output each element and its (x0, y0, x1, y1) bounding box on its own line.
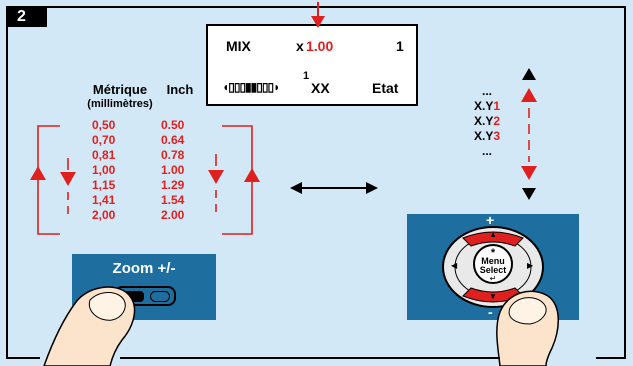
dpad-down-icon[interactable]: ▼ (489, 292, 497, 301)
dpad-panel: + - ▲ ▼ ◀ ▶ * Menu Select ↵ (407, 212, 579, 320)
lcd-zoom-prefix: x (296, 38, 304, 54)
dpad-left-icon[interactable]: ◀ (451, 261, 458, 270)
metric-header: Métrique (92, 82, 148, 97)
xy-scroll-arrows (521, 68, 537, 200)
inch-value: 0.64 (161, 133, 185, 147)
star-icon: * (490, 247, 496, 259)
finger-right (496, 290, 559, 366)
metric-value: 0,50 (92, 118, 116, 132)
metric-value: 1,00 (92, 163, 116, 177)
metric-value: 1,15 (92, 178, 116, 192)
select-label: Select (479, 265, 507, 275)
lcd-mode: MIX (226, 38, 251, 54)
dpad-plus-label: + (486, 212, 495, 228)
xy-bottom-dots: ... (481, 144, 492, 158)
lcd-display: MIX x 1.00 1 ◖▯▯▯▮▮▯▯▯◗ 1 XX Etat (206, 24, 418, 106)
inch-value: 2.00 (161, 208, 185, 222)
menu-select-button[interactable]: * Menu Select ↵ (473, 244, 513, 284)
xy-item: X.Y3 (473, 129, 501, 143)
metric-value: 0,70 (92, 133, 116, 147)
metric-cycle-arrows (30, 125, 76, 235)
metric-value: 2,00 (92, 208, 116, 222)
diagram-frame (6, 6, 626, 358)
lcd-zoom-value: 1.00 (306, 38, 334, 54)
lcd-superscript: 1 (303, 70, 310, 82)
metric-value: 0,81 (92, 148, 116, 162)
finger-left (43, 286, 136, 366)
xy-list: ... X.Y1 X.Y2 X.Y3 ... (464, 84, 510, 159)
zoom-label: Zoom +/- (112, 260, 176, 277)
lcd-bar-glyphs: ◖▯▯▯▮▮▯▯▯◗ (222, 80, 280, 94)
lcd-xx: XX (311, 80, 330, 96)
lcd-count: 1 (396, 38, 404, 54)
dpad-right-icon[interactable]: ▶ (527, 261, 534, 270)
inch-value: 0.50 (161, 118, 185, 132)
metric-value: 1,41 (92, 193, 116, 207)
metric-values: 0,50 0,70 0,81 1,00 1,15 1,41 2,00 (92, 118, 115, 223)
metric-subheader: (millimètres) (87, 98, 153, 110)
dpad-minus-label: - (488, 304, 493, 320)
inch-value: 1.54 (161, 193, 185, 207)
double-arrow (290, 182, 378, 194)
inch-header: Inch (166, 82, 194, 97)
inch-value: 0.78 (161, 148, 185, 162)
inch-value: 1.29 (161, 178, 185, 192)
menu-label: Menu (481, 256, 505, 266)
inch-value: 1.00 (161, 163, 185, 177)
inch-values: 0.50 0.64 0.78 1.00 1.29 1.54 2.00 (161, 118, 184, 223)
lcd-pointer-arrow (311, 2, 325, 28)
inch-cycle-arrows (208, 125, 260, 235)
enter-icon: ↵ (489, 274, 497, 283)
xy-item: X.Y2 (473, 114, 501, 128)
xy-top-dots: ... (481, 84, 492, 98)
bottom-frame (6, 357, 626, 359)
step-badge: 2 (7, 7, 47, 27)
lcd-etat: Etat (372, 80, 399, 96)
xy-item: X.Y1 (473, 99, 501, 113)
dpad-up-icon[interactable]: ▲ (489, 230, 497, 239)
